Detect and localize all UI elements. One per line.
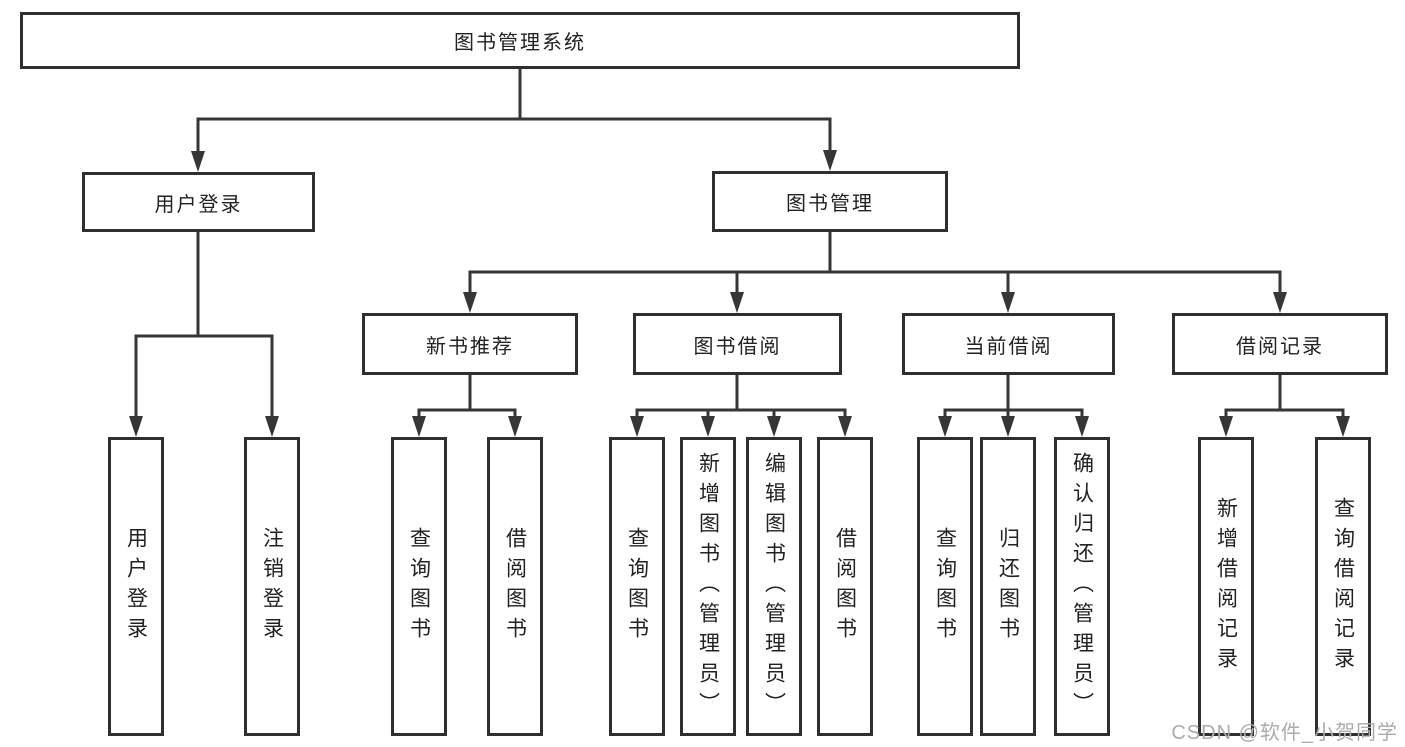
- arrow-down-icon: [508, 416, 522, 437]
- arrow-down-icon: [1273, 292, 1287, 313]
- leaf-user-login: 用户登录: [108, 437, 164, 736]
- arrow-down-icon: [1001, 416, 1015, 437]
- leaf-logout: 注销登录: [244, 437, 300, 736]
- connector-root-to-level2: [191, 67, 837, 172]
- leaf-query-books-borrowing: 查询图书: [609, 437, 665, 736]
- leaf-query-books-recommend: 查询图书: [391, 437, 447, 736]
- arrow-down-icon: [1336, 416, 1350, 437]
- arrow-down-icon: [265, 416, 279, 437]
- node-user-login: 用户登录: [82, 172, 315, 232]
- leaf-query-books-current: 查询图书: [917, 437, 973, 736]
- connector-book-borrowing-to-leaves: [630, 373, 852, 437]
- connector-user-login-to-leaves: [129, 230, 279, 437]
- arrow-down-icon: [730, 292, 744, 313]
- arrow-down-icon: [1075, 416, 1089, 437]
- arrow-down-icon: [1219, 416, 1233, 437]
- arrow-down-icon: [1001, 292, 1015, 313]
- connector-book-management-to-level3: [463, 230, 1287, 313]
- connector-borrowing-records-to-leaves: [1219, 373, 1350, 437]
- arrow-down-icon: [823, 150, 837, 171]
- leaf-confirm-return-admin: 确认归还（管理员）: [1054, 437, 1110, 736]
- connector-new-book-recommend-to-leaves: [412, 373, 522, 437]
- watermark: CSDN @软件_小贺同学: [1171, 722, 1398, 744]
- arrow-down-icon: [630, 416, 644, 437]
- node-book-borrowing: 图书借阅: [633, 313, 842, 375]
- leaf-borrow-books-borrowing: 借阅图书: [817, 437, 873, 736]
- arrow-down-icon: [838, 416, 852, 437]
- node-borrowing-records: 借阅记录: [1172, 313, 1388, 375]
- node-new-book-recommend: 新书推荐: [362, 313, 578, 375]
- leaf-query-borrow-record: 查询借阅记录: [1315, 437, 1371, 736]
- arrow-down-icon: [412, 416, 426, 437]
- arrow-down-icon: [463, 292, 477, 313]
- arrow-down-icon: [191, 151, 205, 172]
- leaf-add-borrow-record: 新增借阅记录: [1198, 437, 1254, 736]
- node-book-management: 图书管理: [712, 171, 948, 232]
- arrow-down-icon: [129, 416, 143, 437]
- arrow-down-icon: [938, 416, 952, 437]
- arrow-down-icon: [767, 416, 781, 437]
- leaf-return-books: 归还图书: [980, 437, 1036, 736]
- leaf-borrow-books-recommend: 借阅图书: [487, 437, 543, 736]
- node-library-management-system: 图书管理系统: [20, 12, 1020, 69]
- leaf-add-books-admin: 新增图书（管理员）: [680, 437, 736, 736]
- node-current-borrowing: 当前借阅: [902, 313, 1115, 375]
- leaf-edit-books-admin: 编辑图书（管理员）: [746, 437, 802, 736]
- arrow-down-icon: [701, 416, 715, 437]
- connector-current-borrowing-to-leaves: [938, 373, 1089, 437]
